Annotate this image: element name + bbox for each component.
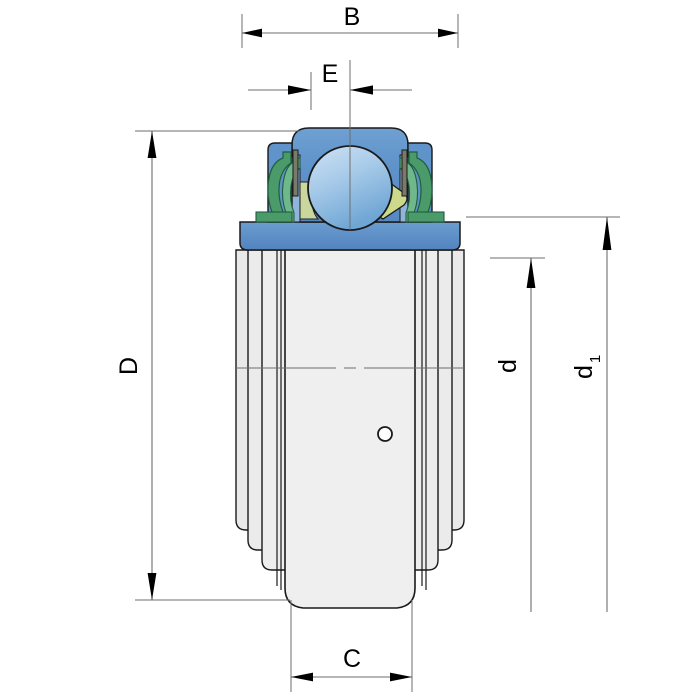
seal-right-retainer (401, 149, 408, 197)
dim-arrow-C-right (390, 672, 412, 682)
dimension-label-d1-subscript: 1 (587, 355, 604, 363)
dim-arrow-B-right (438, 28, 458, 38)
seal-right-group (399, 149, 445, 223)
dimension-label-d: d (494, 359, 522, 373)
dim-arrow-d1-top (602, 217, 612, 250)
set-screw-hole-icon (377, 426, 393, 442)
dim-arrow-B-left (242, 28, 262, 38)
dimension-label-E: E (322, 60, 339, 88)
dim-arrow-C-left (291, 672, 313, 682)
dimension-label-C: C (343, 645, 361, 673)
dimension-lines-group (147, 28, 612, 682)
dimension-label-B: B (344, 3, 361, 31)
dim-arrow-D-bottom (147, 573, 157, 600)
seal-right-base-strip (407, 211, 445, 223)
dimension-label-D: D (115, 357, 143, 375)
dimension-label-d1-group: d 1 (570, 355, 604, 379)
dim-arrow-D-top (147, 131, 157, 158)
housing-central-bore-body (284, 249, 416, 609)
dim-arrow-d-top (526, 258, 536, 288)
dimension-label-d1: d (570, 365, 598, 379)
seal-left-retainer (292, 149, 299, 197)
housing-body-group (235, 249, 465, 609)
inner-ring-base-bar (239, 221, 461, 251)
dim-arrow-E-left (288, 85, 311, 95)
seal-left-base-strip (255, 211, 293, 223)
dim-arrow-E-right (350, 85, 373, 95)
seal-left-group (255, 149, 301, 223)
